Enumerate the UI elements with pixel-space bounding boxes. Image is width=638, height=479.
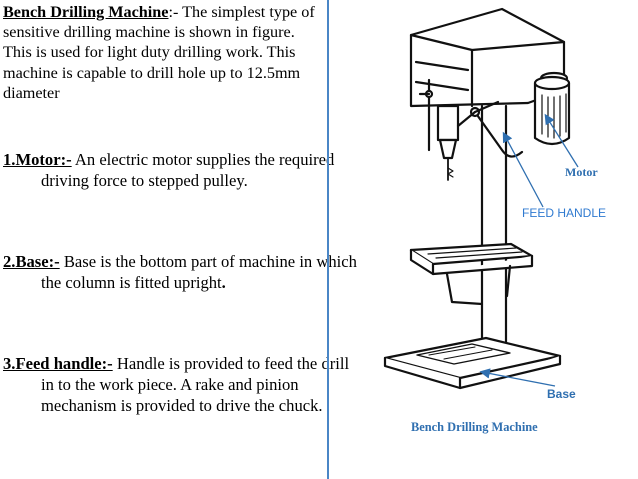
spindle [436, 104, 460, 181]
text-column: Bench Drilling Machine:- The simplest ty… [3, 2, 357, 415]
column-divider [327, 0, 329, 479]
figure-caption: Bench Drilling Machine [411, 420, 538, 434]
intro-text: :- The simplest type of sensitive drilli… [3, 3, 315, 102]
drilling-machine-illustration [383, 7, 579, 390]
base-label: Base [547, 387, 576, 401]
feed-handle-label: FEED HANDLE [522, 206, 607, 220]
base-heading: 2.Base:- [3, 252, 60, 271]
intro-paragraph: Bench Drilling Machine:- The simplest ty… [3, 2, 320, 103]
base-trail: . [221, 273, 226, 292]
intro-heading: Bench Drilling Machine [3, 3, 169, 21]
feed-handle-item: 3.Feed handle:- Handle is provided to fe… [3, 353, 358, 416]
work-table [409, 242, 534, 306]
feed-handle-text: Handle is provided to feed the drill in … [41, 354, 350, 415]
motor-item: 1.Motor:- An electric motor supplies the… [3, 149, 358, 191]
base-item: 2.Base:- Base is the bottom part of mach… [3, 251, 358, 293]
machine-base [383, 336, 562, 390]
machine-figure: Motor FEED HANDLE Base Bench Drilling Ma… [332, 0, 638, 479]
motor-text: An electric motor supplies the required … [41, 150, 335, 190]
feed-handle-heading: 3.Feed handle:- [3, 354, 113, 373]
motor [533, 71, 571, 146]
motor-heading: 1.Motor:- [3, 150, 72, 169]
side-handle [418, 78, 434, 152]
base-text: Base is the bottom part of machine in wh… [41, 252, 357, 292]
motor-label: Motor [565, 165, 598, 179]
